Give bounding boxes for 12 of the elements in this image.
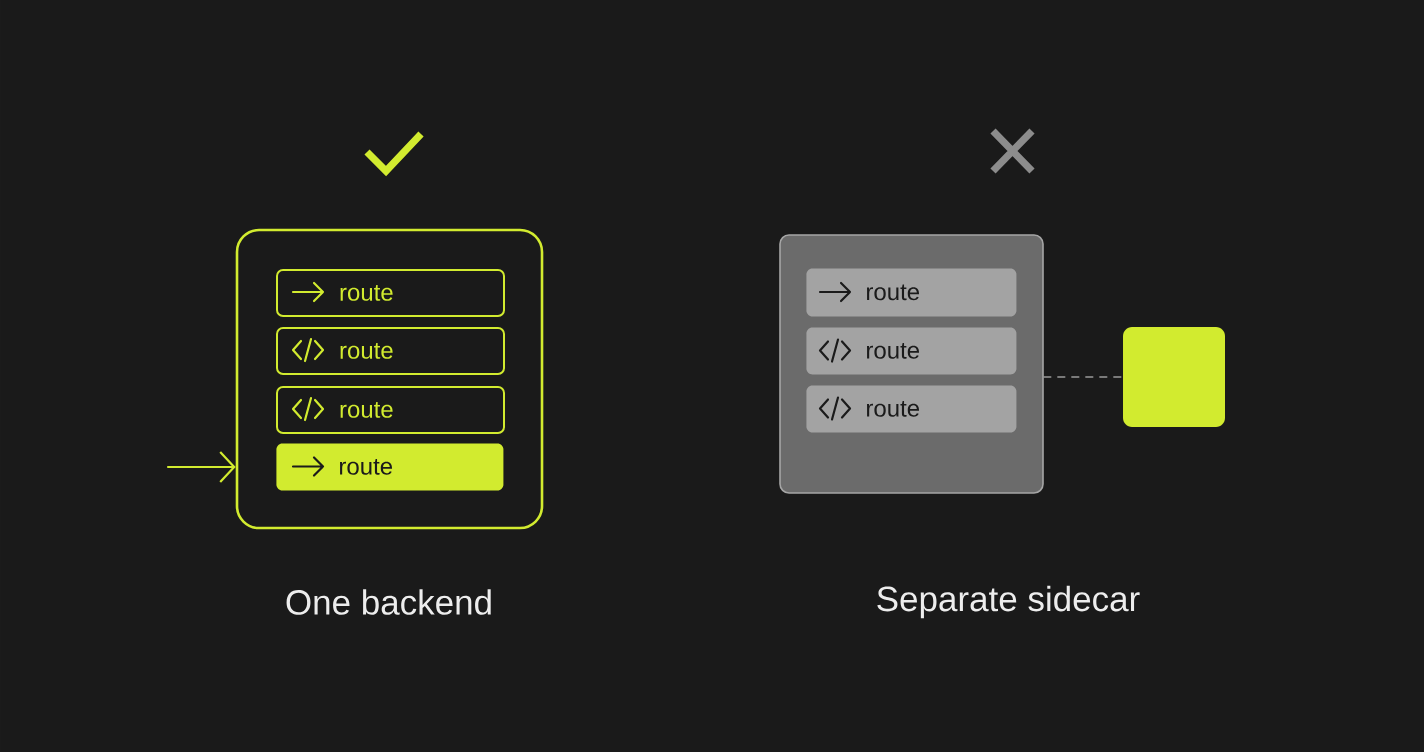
row-box: route: [276, 327, 505, 375]
row-box: route: [276, 386, 505, 434]
row-box: route: [806, 268, 1017, 317]
row-box: route: [806, 327, 1017, 375]
node-label: Separate sidecar: [877, 585, 1140, 619]
row-box: route: [276, 443, 504, 491]
row-box: route: [276, 269, 505, 317]
node-label: One backend: [286, 589, 491, 615]
dashed-line: [1043, 376, 1124, 378]
row-box: route: [806, 385, 1017, 433]
arrow: [166, 451, 236, 483]
square-box: [1123, 327, 1225, 427]
